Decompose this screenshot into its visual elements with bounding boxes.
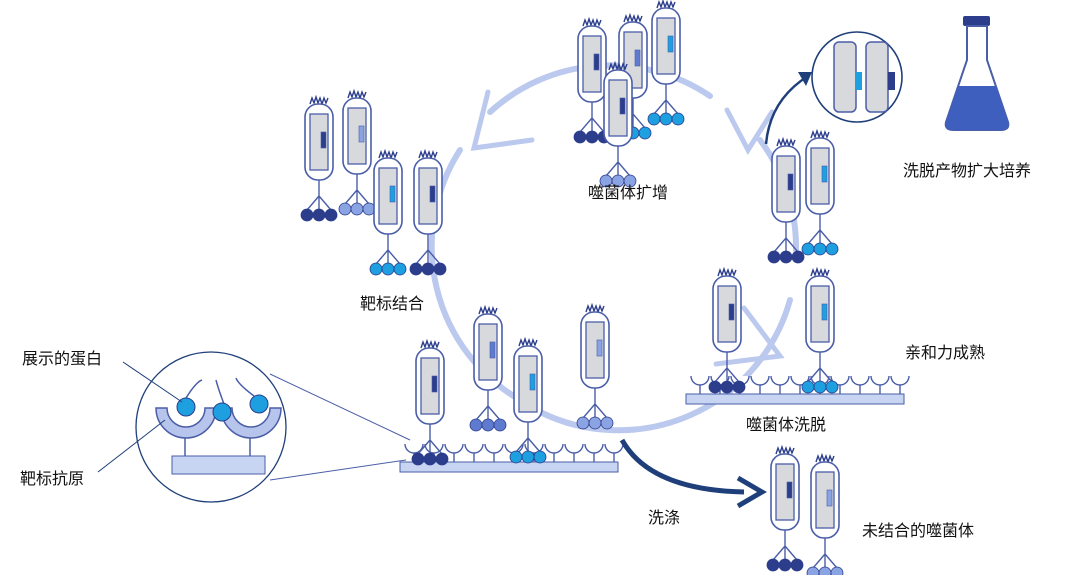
target-antigen-label: 靶标抗原 (20, 469, 85, 488)
target-plate-icon (399, 461, 619, 473)
zoom-detail-circle (97, 351, 411, 503)
phage-elution-label: 噬菌体洗脱 (746, 415, 827, 434)
wash-arrow (619, 438, 767, 509)
phage-icon (806, 454, 844, 575)
phage-icon (409, 150, 447, 276)
elute-culture-label: 洗脱产物扩大培养 (903, 161, 1032, 180)
antigen-row (404, 443, 624, 462)
phage-icon (647, 0, 685, 126)
phage-icon (576, 304, 614, 430)
phage-icon (411, 340, 449, 466)
flask-icon (944, 16, 1010, 131)
phage-icon (801, 130, 839, 256)
phage-icon (338, 90, 376, 216)
phage-icon (599, 62, 637, 188)
wash-label: 洗涤 (648, 508, 681, 527)
phage-icon (767, 138, 805, 264)
amplification-label: 噬菌体扩增 (588, 183, 669, 202)
unbound-phage-label: 未结合的噬菌体 (862, 521, 975, 540)
phage-icon (708, 268, 746, 394)
affinity-maturation-label: 亲和力成熟 (905, 343, 986, 362)
target-binding-label: 靶标结合 (360, 294, 425, 313)
phage-icon (509, 338, 547, 464)
phage-icon (469, 306, 507, 432)
target-plate-icon (685, 393, 905, 405)
magnifier-circle-icon (764, 31, 903, 145)
phage-icon (766, 446, 804, 572)
phage-icon (801, 268, 839, 394)
phage-icon (300, 96, 338, 222)
phage-icon (369, 150, 407, 276)
displayed-protein-label: 展示的蛋白 (22, 349, 103, 368)
